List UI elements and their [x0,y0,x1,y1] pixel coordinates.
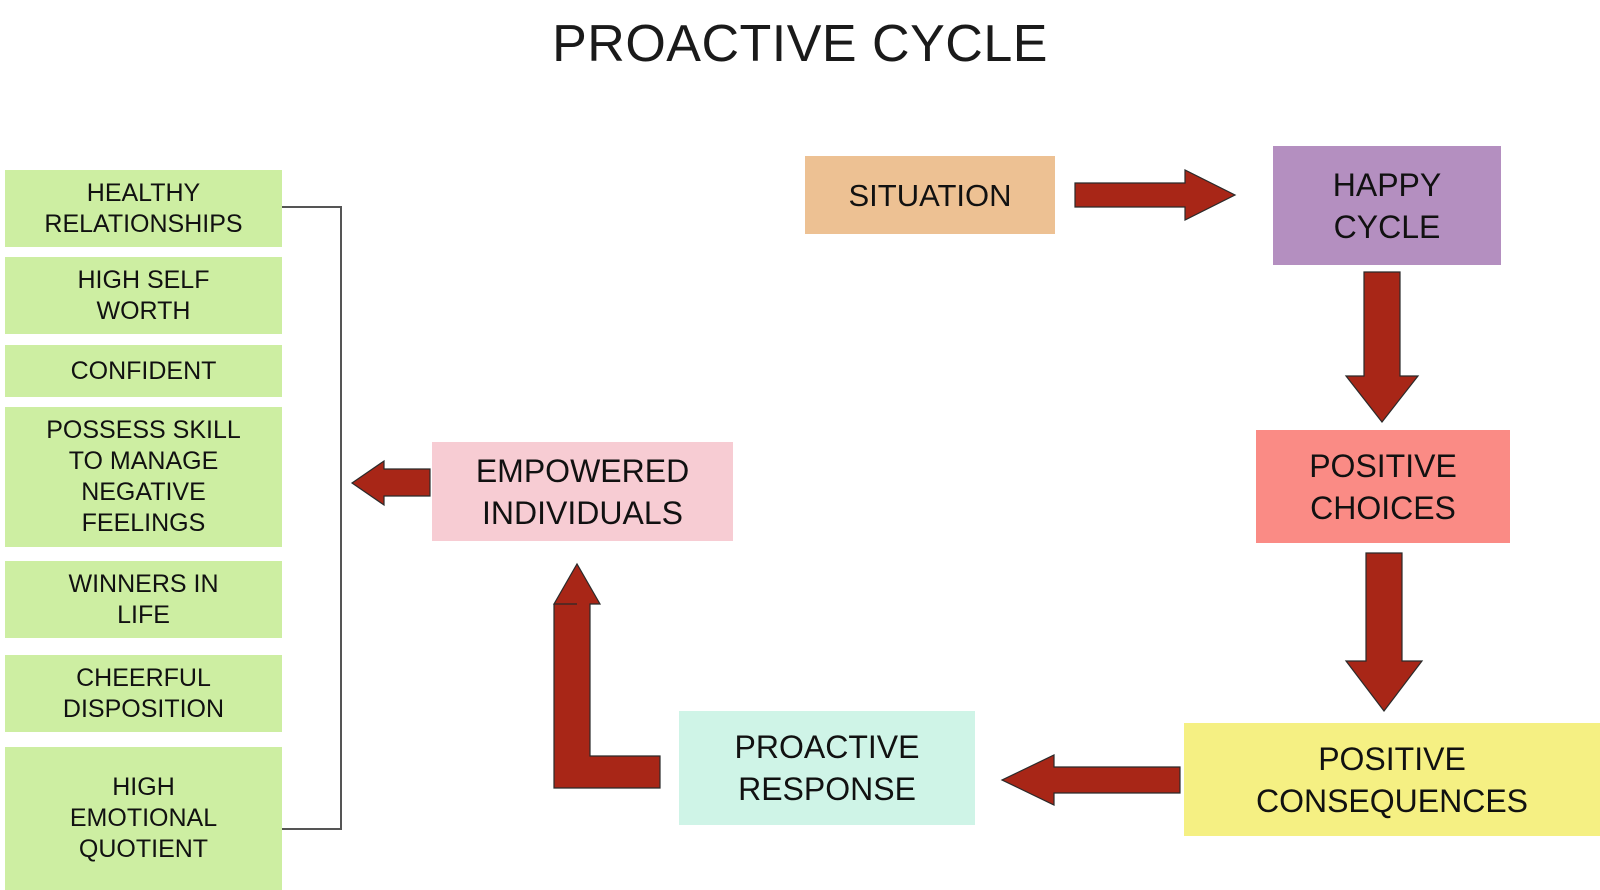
empowered-individuals-box: EMPOWERED INDIVIDUALS [432,442,733,541]
trait-box-cheerful-disposition: CHEERFUL DISPOSITION [5,655,282,732]
positive-consequences-box: POSITIVE CONSEQUENCES [1184,723,1600,836]
trait-box-high-self-worth: HIGH SELF WORTH [5,257,282,334]
trait-label: WINNERS IN LIFE [68,569,219,629]
trait-label: POSSESS SKILL TO MANAGE NEGATIVE FEELING… [46,416,241,537]
proactive-response-label: PROACTIVE RESPONSE [734,729,920,807]
trait-box-possess-skill-to-manage-negative-feelings: POSSESS SKILL TO MANAGE NEGATIVE FEELING… [5,407,282,547]
page-title: PROACTIVE CYCLE [552,15,1048,73]
trait-box-healthy-relationships: HEALTHY RELATIONSHIPS [5,170,282,247]
positive-choices-label: POSITIVE CHOICES [1309,447,1457,526]
positive-choices-box: POSITIVE CHOICES [1256,430,1510,543]
trait-label: CHEERFUL DISPOSITION [62,663,225,723]
trait-box-high-emotional-quotient: HIGH EMOTIONAL QUOTIENT [5,747,282,890]
empowered-individuals-label: EMPOWERED INDIVIDUALS [475,452,690,531]
situation-box: SITUATION [805,156,1055,234]
trait-label: HEALTHY RELATIONSHIPS [44,178,243,238]
trait-label: CONFIDENT [70,356,217,385]
arrow-right-icon-situation-to-happy-cycle [1074,169,1237,221]
trait-box-confident: CONFIDENT [5,345,282,397]
arrow-down-icon-happy-cycle-to-positive-choices [1344,271,1420,423]
situation-label: SITUATION [848,177,1012,213]
proactive-response-box: PROACTIVE RESPONSE [679,711,975,825]
arrow-left-icon-empowered-individuals-to-traits [350,459,431,507]
traits-bracket-connector [282,206,342,830]
arrow-left-icon-positive-consequences-to-proactive-response [1000,754,1181,806]
trait-box-winners-in-life: WINNERS IN LIFE [5,561,282,638]
trait-label: HIGH EMOTIONAL QUOTIENT [69,773,218,863]
arrow-down-icon-positive-choices-to-positive-consequences [1344,552,1424,712]
happy-cycle-box: HAPPY CYCLE [1273,146,1501,265]
trait-label: HIGH SELF WORTH [77,265,210,325]
arrow-elbow-up-icon-proactive-response-to-empowered-individuals [552,562,661,789]
positive-consequences-label: POSITIVE CONSEQUENCES [1255,740,1529,819]
happy-cycle-label: HAPPY CYCLE [1332,166,1442,245]
